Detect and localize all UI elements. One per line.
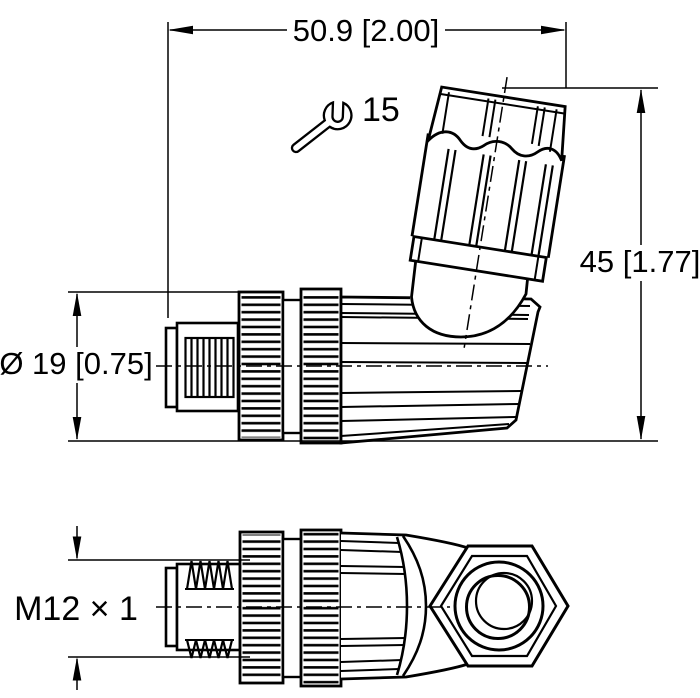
wrench-icon [290, 100, 353, 154]
thread-profile-bottom [185, 639, 234, 659]
dimension-width: 50.9 [2.00] [167, 12, 567, 318]
dimension-width-label: 50.9 [2.00] [293, 13, 440, 48]
thread-profile-top [185, 560, 234, 590]
dimension-diameter-label: Ø 19 [0.75] [0, 346, 153, 381]
spacer-ring-bottom [281, 537, 303, 679]
side-view [164, 77, 567, 445]
dimension-thread-label: M12 × 1 [14, 590, 138, 628]
bell-rim-inner [395, 536, 409, 676]
dimension-thread: M12 × 1 [14, 526, 250, 690]
male-thread-end-bottom [164, 560, 242, 659]
connector-body-side [339, 295, 542, 445]
angled-grip-assembly [408, 77, 567, 348]
hex-section-lines [441, 92, 558, 152]
knurled-ring-bottom [299, 528, 343, 688]
dimension-diameter: Ø 19 [0.75] [0, 291, 240, 440]
arrow-left-icon [168, 25, 193, 35]
hex-nut [428, 544, 570, 668]
arrow-down-icon [636, 416, 646, 440]
angled-centerline [463, 77, 508, 348]
cable-entry-hole-depth [474, 571, 534, 631]
dimension-annotations: 50.9 [2.00] 45 [1.77] Ø 19 [0.75] [0, 12, 700, 690]
hex-nut-chamfer [439, 554, 558, 658]
arrow-down-icon [72, 417, 82, 440]
thread-lines [190, 338, 229, 397]
connector-body-bottom [340, 531, 470, 681]
arrow-up-icon [72, 657, 82, 681]
dimension-height: 45 [1.77] [68, 87, 700, 442]
arrow-down-icon [72, 536, 82, 560]
dimension-height-label: 45 [1.77] [580, 244, 700, 279]
wrench-size-label: 15 [362, 91, 400, 129]
bottom-view [164, 528, 570, 688]
wrench-size-annotation: 15 [290, 91, 400, 154]
arrow-up-icon [72, 292, 82, 316]
bell-rim-outer [401, 535, 428, 677]
male-thread-end-side [164, 321, 240, 413]
grip-ribs [433, 148, 554, 256]
hex-section [425, 85, 567, 162]
arrow-right-icon [541, 25, 566, 35]
arrow-up-icon [636, 89, 646, 113]
cable-entry-hole [465, 574, 531, 640]
